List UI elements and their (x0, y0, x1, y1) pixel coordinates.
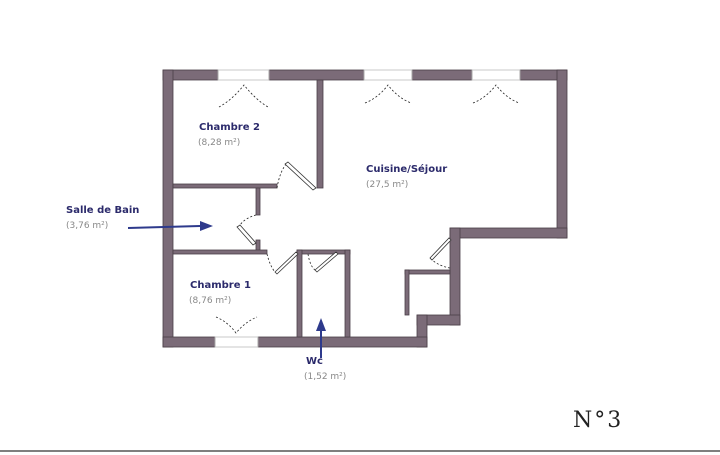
room-area-cuisine-sejour: (27,5 m²) (366, 180, 409, 190)
handwritten-number: N°3 (573, 408, 624, 433)
room-label-wc: Wc (306, 356, 323, 367)
room-label-cuisine-sejour: Cuisine/Séjour (366, 164, 448, 175)
room-area-chambre-1: (8,76 m²) (189, 296, 232, 306)
arrows (127, 221, 326, 358)
room-label-salle-de-bain: Salle de Bain (66, 205, 140, 216)
room-label-chambre-2: Chambre 2 (199, 122, 260, 133)
door-swings (215, 84, 520, 334)
walls (162, 69, 568, 348)
room-area-wc: (1,52 m²) (304, 372, 347, 382)
windows (214, 69, 521, 348)
room-label-chambre-1: Chambre 1 (190, 280, 251, 291)
room-area-chambre-2: (8,28 m²) (198, 138, 241, 148)
doors (236, 161, 452, 275)
room-area-salle-de-bain: (3,76 m²) (66, 221, 109, 231)
